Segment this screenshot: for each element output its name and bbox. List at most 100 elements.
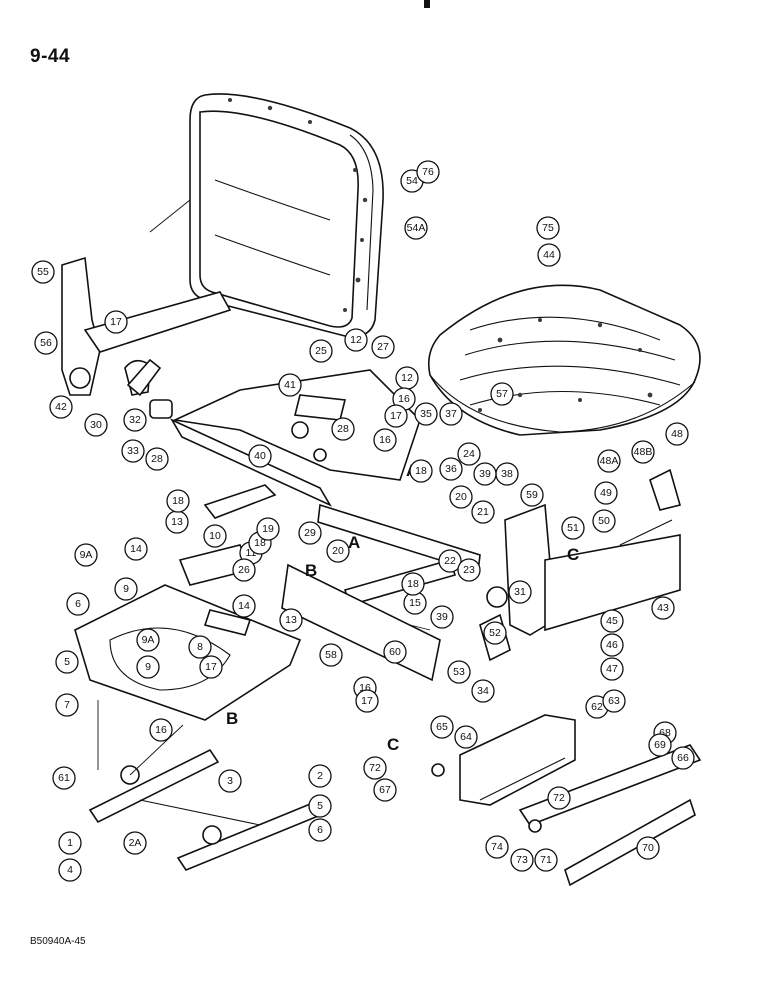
svg-text:8: 8 <box>197 641 203 653</box>
svg-text:25: 25 <box>315 345 327 357</box>
svg-text:11: 11 <box>246 547 257 559</box>
svg-text:54: 54 <box>406 175 418 187</box>
svg-text:2A: 2A <box>129 837 142 849</box>
callout: 13 <box>165 510 189 534</box>
svg-text:12: 12 <box>401 372 413 384</box>
svg-text:17: 17 <box>390 410 402 422</box>
callout: 9A <box>136 628 160 652</box>
svg-text:31: 31 <box>514 586 526 598</box>
svg-text:22: 22 <box>444 555 456 567</box>
callout: 33 <box>121 439 145 463</box>
svg-text:12: 12 <box>350 334 362 346</box>
callout: 18 <box>401 572 425 596</box>
callout: 42 <box>49 395 73 419</box>
svg-text:2: 2 <box>317 770 323 782</box>
svg-text:41: 41 <box>284 379 296 391</box>
callout: 22 <box>438 549 462 573</box>
svg-text:40: 40 <box>254 450 266 462</box>
callout: 23 <box>457 558 481 582</box>
seat-bottom-cushion <box>427 284 701 436</box>
callout: 72 <box>363 756 387 780</box>
svg-text:26: 26 <box>238 564 250 576</box>
callout: 29 <box>298 521 322 545</box>
svg-text:52: 52 <box>489 627 501 639</box>
svg-text:37: 37 <box>445 408 457 420</box>
svg-text:75: 75 <box>542 222 554 234</box>
callout: 28 <box>331 417 355 441</box>
svg-text:48A: 48A <box>600 455 619 467</box>
callout: 3 <box>218 769 242 793</box>
callout: 73 <box>510 848 534 872</box>
callout: 4 <box>58 858 82 882</box>
svg-text:51: 51 <box>567 522 579 534</box>
callout: 2A <box>123 831 147 855</box>
svg-text:13: 13 <box>285 614 297 626</box>
svg-text:33: 33 <box>127 445 139 457</box>
svg-text:66: 66 <box>677 752 689 764</box>
svg-text:60: 60 <box>389 646 401 658</box>
svg-text:57: 57 <box>496 388 508 400</box>
svg-text:28: 28 <box>337 423 349 435</box>
svg-text:64: 64 <box>460 731 472 743</box>
svg-text:6: 6 <box>317 824 323 836</box>
svg-text:71: 71 <box>540 854 552 866</box>
svg-text:53: 53 <box>453 666 465 678</box>
svg-text:48: 48 <box>671 428 683 440</box>
svg-text:48B: 48B <box>634 446 653 458</box>
ref-letter: C <box>387 735 399 754</box>
svg-text:54A: 54A <box>407 222 426 234</box>
callout: 45 <box>600 609 624 633</box>
callout: 66 <box>671 746 695 770</box>
callout: 34 <box>471 679 495 703</box>
svg-text:17: 17 <box>110 316 122 328</box>
callout: 39 <box>473 462 497 486</box>
callout: 55 <box>31 260 55 284</box>
svg-text:62: 62 <box>591 701 603 713</box>
svg-text:45: 45 <box>606 615 618 627</box>
callout: 5 <box>55 650 79 674</box>
svg-text:32: 32 <box>129 414 141 426</box>
svg-text:46: 46 <box>606 639 618 651</box>
callout: 60 <box>383 640 407 664</box>
svg-text:72: 72 <box>369 762 381 774</box>
svg-text:14: 14 <box>238 600 250 612</box>
callout: 9 <box>136 655 160 679</box>
back-bracket <box>61 256 232 419</box>
svg-text:28: 28 <box>151 453 163 465</box>
callout: 20 <box>449 485 473 509</box>
callout: 57 <box>490 382 514 406</box>
callout: 61 <box>52 766 76 790</box>
svg-text:29: 29 <box>304 527 316 539</box>
callout: 25 <box>309 339 333 363</box>
svg-text:9: 9 <box>145 661 151 673</box>
svg-text:13: 13 <box>171 516 183 528</box>
svg-text:9A: 9A <box>80 549 93 561</box>
svg-text:36: 36 <box>445 463 457 475</box>
callout: 43 <box>651 596 675 620</box>
svg-text:16: 16 <box>379 434 391 446</box>
callout: 24 <box>457 442 481 466</box>
svg-text:39: 39 <box>436 611 448 623</box>
callout: 64 <box>454 725 478 749</box>
callout: 16 <box>149 718 173 742</box>
svg-text:49: 49 <box>600 487 612 499</box>
svg-text:14: 14 <box>130 543 142 555</box>
callout: 37 <box>439 402 463 426</box>
callout: 48B <box>631 440 655 464</box>
svg-text:10: 10 <box>209 530 221 542</box>
callout: 48 <box>665 422 689 446</box>
svg-text:17: 17 <box>205 661 217 673</box>
upper-frame <box>170 369 421 507</box>
svg-text:17: 17 <box>361 695 373 707</box>
svg-text:16: 16 <box>359 682 371 694</box>
callout: 16 <box>373 428 397 452</box>
slide-rails <box>88 748 330 871</box>
callout: 40 <box>248 444 272 468</box>
callout: 1 <box>58 831 82 855</box>
callout: 69 <box>648 733 672 757</box>
callout: 8 <box>188 635 212 659</box>
svg-text:58: 58 <box>325 649 337 661</box>
callout: 5 <box>308 794 332 818</box>
callout: 17 <box>355 689 379 713</box>
